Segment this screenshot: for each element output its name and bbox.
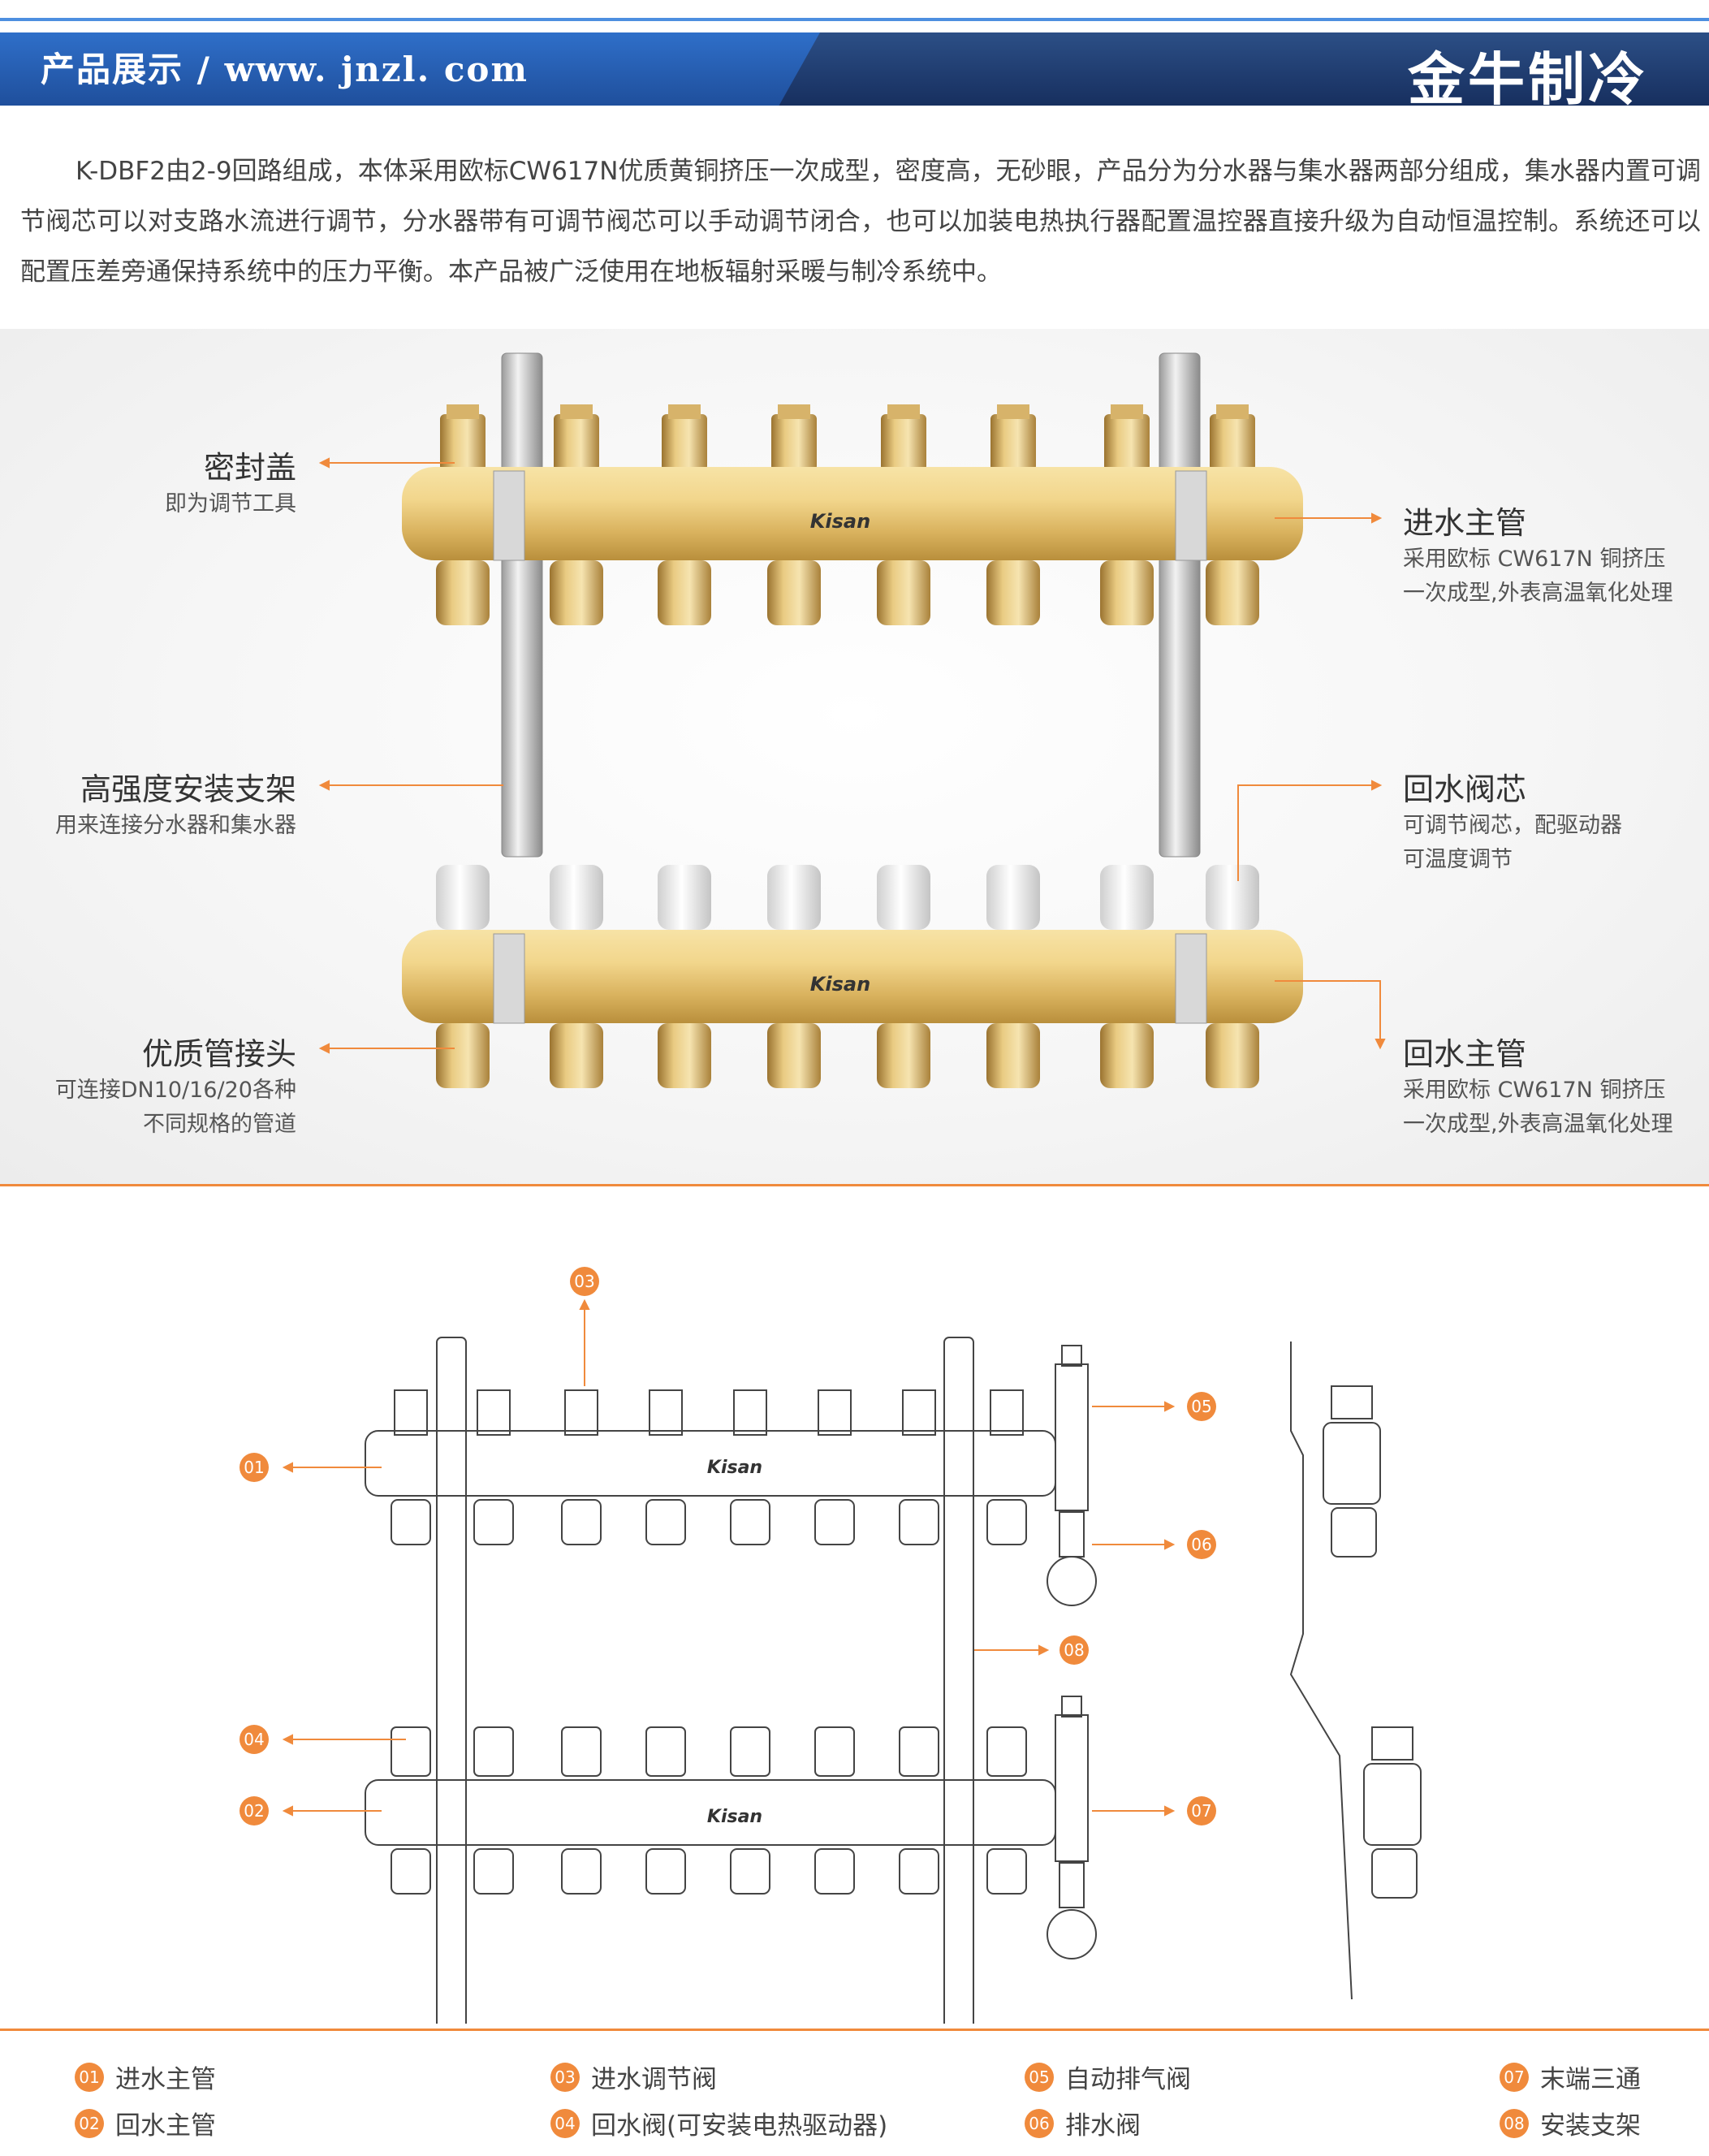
- legend-item-02: 02 回水主管: [75, 2105, 216, 2141]
- legend-num-08: 08: [1500, 2108, 1529, 2138]
- legend-label-05: 自动排气阀: [1065, 2065, 1191, 2094]
- intro-text: K-DBF2由2-9回路组成，本体采用欧标CW617N优质黄铜挤压一次成型，密度…: [20, 157, 1701, 287]
- label-fitting: 优质管接头 可连接DN10/16/20各种 不同规格的管道: [24, 1029, 296, 1142]
- manifold-photo: Kisan Kisan: [318, 352, 1386, 1088]
- header-slant-panel: [0, 32, 820, 106]
- legend-num-07: 07: [1500, 2062, 1529, 2092]
- label-fitting-title: 优质管接头: [141, 1036, 296, 1072]
- diagram-air-vent-valve: [1047, 1345, 1097, 1606]
- label-inlet-pipe-title: 进水主管: [1403, 505, 1527, 541]
- callout-04: 04: [240, 1725, 269, 1754]
- diagram-end-tee: [1047, 1696, 1097, 1959]
- product-photo-area: Kisan Kisan 密封盖 即为调节工具 高强度安装支架 用来连接分水器和集…: [0, 329, 1709, 1186]
- top-fitting-row: [436, 560, 1259, 625]
- label-inlet-pipe-sub-2: 一次成型,外表高温氧化处理: [1403, 581, 1673, 606]
- header-title: 产品展示 / www. jnzl. com: [41, 42, 529, 92]
- photo-logo-top: Kisan: [810, 510, 870, 533]
- legend-label-06: 排水阀: [1065, 2111, 1141, 2141]
- diagram-top-fittings: [391, 1499, 1027, 1545]
- label-inlet-pipe-sub-1: 采用欧标 CW617N 铜挤压: [1403, 547, 1666, 572]
- header-url[interactable]: www. jnzl. com: [224, 50, 529, 89]
- legend-label-03: 进水调节阀: [591, 2065, 717, 2094]
- diagram-logo-top: Kisan: [707, 1458, 762, 1478]
- label-seal-cap-title: 密封盖: [203, 450, 296, 486]
- header-title-prefix: 产品展示 /: [41, 50, 225, 89]
- callout-02: 02: [240, 1796, 269, 1825]
- diagram-drawing: Kisan Kisan: [282, 1298, 1422, 2085]
- label-fitting-sub-2: 不同规格的管道: [143, 1112, 296, 1137]
- label-bracket-sub: 用来连接分水器和集水器: [55, 813, 296, 838]
- callout-07: 07: [1187, 1796, 1216, 1825]
- diagram-bottom-fittings: [391, 1848, 1027, 1895]
- inlet-main-pipe: [402, 467, 1303, 560]
- label-bracket-title: 高强度安装支架: [80, 771, 296, 807]
- label-return-pipe-title: 回水主管: [1403, 1036, 1527, 1072]
- diagram-top-caps: [394, 1389, 1024, 1436]
- legend-divider: [0, 2029, 1709, 2031]
- diagram-bottom-caps: [391, 1726, 1027, 1777]
- legend-label-08: 安装支架: [1540, 2111, 1641, 2141]
- legend: 01 进水主管 02 回水主管 03 进水调节阀 04 回水阀(可安装电热驱动器…: [0, 2042, 1709, 2156]
- legend-num-05: 05: [1025, 2062, 1054, 2092]
- return-valve-cap-row: [436, 865, 1259, 930]
- photo-leader-lines: [318, 457, 1386, 1054]
- callout-01: 01: [240, 1453, 269, 1482]
- intro-section: K-DBF2由2-9回路组成，本体采用欧标CW617N优质黄铜挤压一次成型，密度…: [20, 146, 1701, 297]
- legend-item-01: 01 进水主管: [75, 2059, 216, 2095]
- legend-label-02: 回水主管: [115, 2111, 216, 2141]
- legend-item-03: 03 进水调节阀: [550, 2059, 717, 2095]
- callout-03: 03: [570, 1267, 599, 1296]
- callout-05: 05: [1187, 1392, 1216, 1421]
- page-header: 产品展示 / www. jnzl. com 金牛制冷: [0, 0, 1709, 114]
- callout-06: 06: [1187, 1530, 1216, 1559]
- label-seal-cap-sub: 即为调节工具: [165, 491, 296, 516]
- legend-item-04: 04 回水阀(可安装电热驱动器): [550, 2105, 887, 2141]
- label-return-pipe-sub-2: 一次成型,外表高温氧化处理: [1403, 1112, 1673, 1137]
- legend-num-03: 03: [550, 2062, 580, 2092]
- diagram-right-bracket: [943, 1337, 974, 2085]
- legend-num-01: 01: [75, 2062, 104, 2092]
- brand-name: 金牛制冷: [1408, 46, 1648, 113]
- callout-08: 08: [1059, 1635, 1089, 1665]
- legend-label-04: 回水阀(可安装电热驱动器): [591, 2111, 888, 2141]
- label-return-valve-sub-1: 可调节阀芯，配驱动器: [1403, 813, 1622, 838]
- label-bracket: 高强度安装支架 用来连接分水器和集水器: [24, 764, 296, 843]
- label-inlet-pipe: 进水主管 采用欧标 CW617N 铜挤压 一次成型,外表高温氧化处理: [1403, 498, 1673, 611]
- legend-item-08: 08 安装支架: [1500, 2105, 1641, 2141]
- right-bracket: [1159, 352, 1201, 858]
- legend-label-01: 进水主管: [115, 2065, 216, 2094]
- top-cap-row: [440, 404, 1255, 471]
- legend-item-05: 05 自动排气阀: [1025, 2059, 1191, 2095]
- return-main-pipe: [402, 930, 1303, 1023]
- legend-num-04: 04: [550, 2108, 580, 2138]
- left-bracket: [501, 352, 543, 858]
- label-return-pipe: 回水主管 采用欧标 CW617N 铜挤压 一次成型,外表高温氧化处理: [1403, 1029, 1673, 1142]
- diagram-leader-lines: [282, 1298, 1176, 1817]
- legend-num-02: 02: [75, 2108, 104, 2138]
- label-return-valve-title: 回水阀芯: [1403, 771, 1527, 807]
- photo-divider: [0, 1184, 1709, 1186]
- label-return-pipe-sub-1: 采用欧标 CW617N 铜挤压: [1403, 1078, 1666, 1103]
- technical-diagram: Kisan Kisan 01 02 03 04 05 06 07 08: [0, 1187, 1709, 2085]
- legend-num-06: 06: [1025, 2108, 1054, 2138]
- diagram-left-bracket: [436, 1337, 467, 2085]
- diagram-side-view: [1289, 1342, 1422, 2000]
- label-fitting-sub-1: 可连接DN10/16/20各种: [54, 1078, 296, 1103]
- legend-item-07: 07 末端三通: [1500, 2059, 1641, 2095]
- header-top-line: [0, 18, 1709, 21]
- legend-item-06: 06 排水阀: [1025, 2105, 1141, 2141]
- diagram-logo-bottom: Kisan: [707, 1807, 762, 1827]
- photo-logo-bottom: Kisan: [810, 973, 870, 996]
- label-return-valve-sub-2: 可温度调节: [1403, 847, 1513, 872]
- bottom-fitting-row: [436, 1023, 1259, 1088]
- label-return-valve: 回水阀芯 可调节阀芯，配驱动器 可温度调节: [1403, 764, 1622, 877]
- legend-label-07: 末端三通: [1540, 2065, 1641, 2094]
- label-seal-cap: 密封盖 即为调节工具: [32, 443, 296, 521]
